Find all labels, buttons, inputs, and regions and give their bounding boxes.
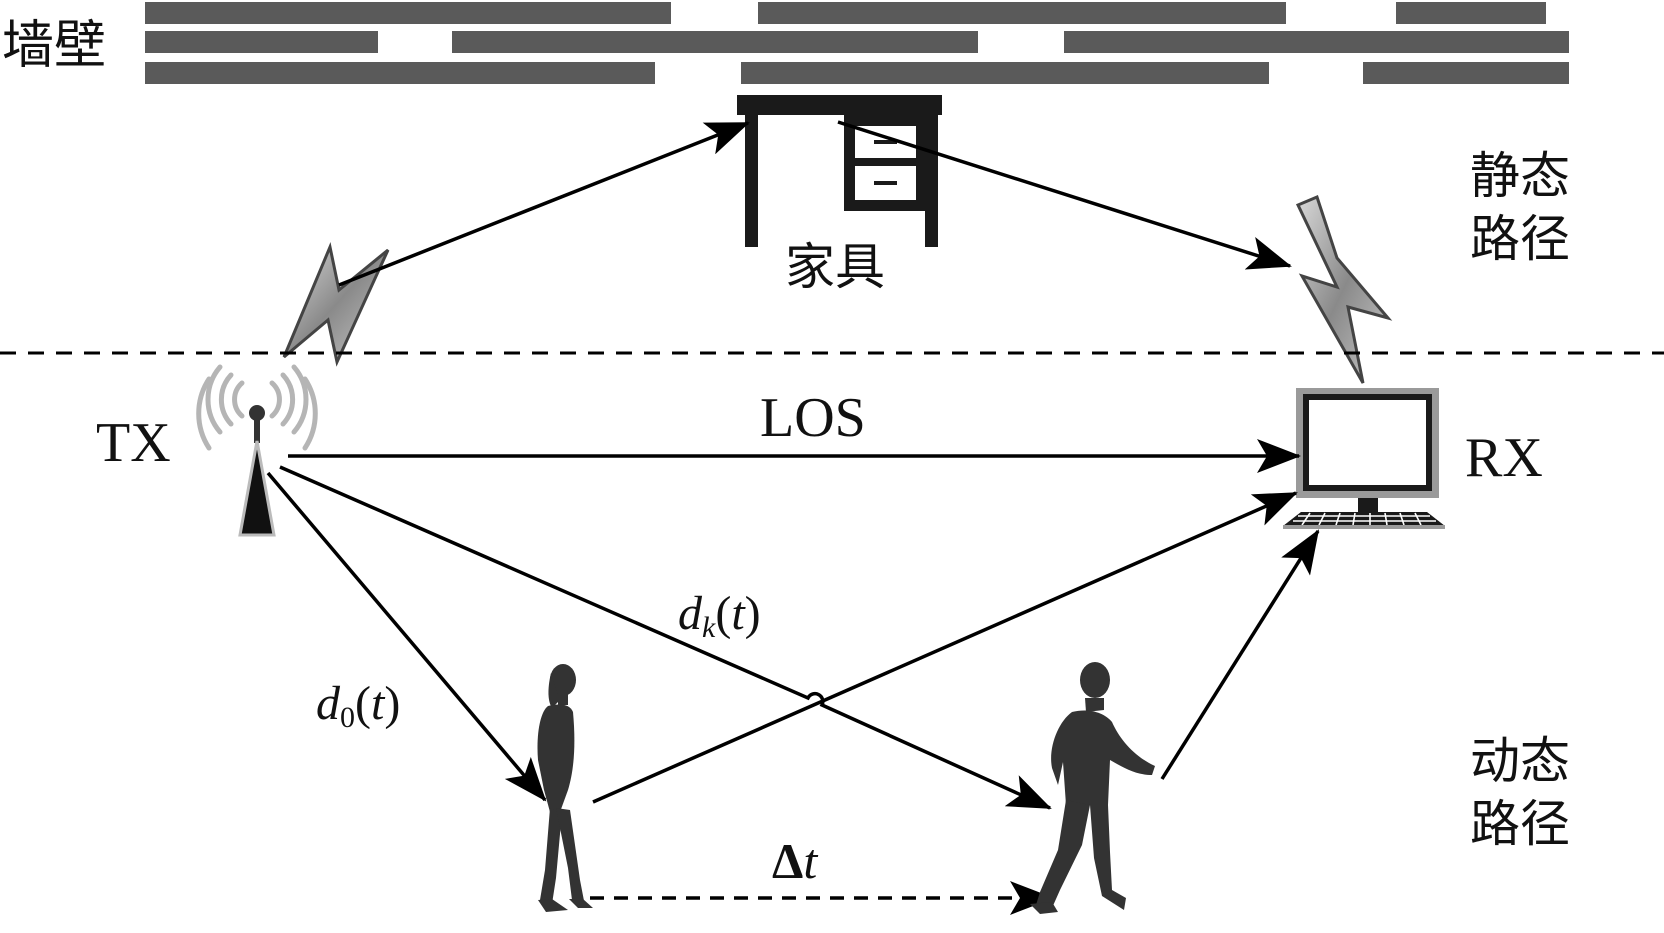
static-path-label: 静态 路径 [1470, 145, 1570, 270]
wall-brick [758, 2, 1286, 24]
wall-brick [452, 31, 978, 53]
wall-bricks [145, 2, 1569, 84]
antenna-tower-icon [196, 364, 318, 537]
woman-to-rx-arrow [592, 491, 1298, 804]
wall-brick [145, 2, 671, 24]
static-path-label-line1: 静态 [1470, 147, 1570, 205]
los-label: LOS [760, 387, 866, 449]
dk-label: dk(t) [678, 590, 761, 643]
desk-icon [737, 95, 942, 247]
delta-variable: t [803, 833, 818, 889]
lightning-bolt-icon [282, 241, 390, 367]
static-path-label-line2: 路径 [1470, 209, 1570, 268]
lightning-bolt-icon [1295, 194, 1393, 384]
computer-icon [1283, 388, 1445, 529]
d0-paren-close: ) [384, 677, 401, 730]
d0-variable: t [370, 677, 385, 730]
dynamic-path-label-line1: 动态 [1470, 732, 1570, 790]
rx-label: RX [1465, 427, 1543, 489]
dk-subscript: k [702, 611, 716, 644]
dk-paren-close: ) [744, 587, 761, 640]
d0-symbol: d [316, 677, 340, 730]
d0-subscript: 0 [340, 701, 355, 734]
furniture-label: 家具 [785, 238, 885, 296]
d0-path-arrow [266, 471, 547, 802]
dynamic-path-label-line2: 路径 [1470, 794, 1570, 853]
wall-brick [1363, 62, 1569, 84]
person-silhouette-icon [537, 664, 593, 912]
dk-variable: t [731, 587, 745, 640]
tx-label: TX [96, 412, 171, 474]
wall-brick [741, 62, 1269, 84]
wall-brick [1396, 2, 1546, 24]
d0-label: d0(t) [316, 680, 400, 733]
delta-t-label: Δt [772, 836, 817, 886]
person-silhouette-icon [1030, 662, 1155, 914]
wall-brick [145, 31, 378, 53]
dk-paren-open: ( [715, 587, 732, 640]
wall-brick [145, 62, 655, 84]
static-path-arrow-to-furniture [338, 121, 750, 287]
d0-paren-open: ( [355, 677, 371, 730]
delta-symbol: Δ [772, 833, 804, 889]
wall-brick [1064, 31, 1569, 53]
dk-path-arrow [279, 465, 1052, 810]
dk-symbol: d [678, 587, 702, 640]
static-path-arrow-to-rx [837, 120, 1292, 270]
wall-label: 墙壁 [2, 16, 107, 76]
dynamic-path-label: 动态 路径 [1470, 730, 1570, 855]
man-to-rx-arrow [1160, 529, 1320, 780]
